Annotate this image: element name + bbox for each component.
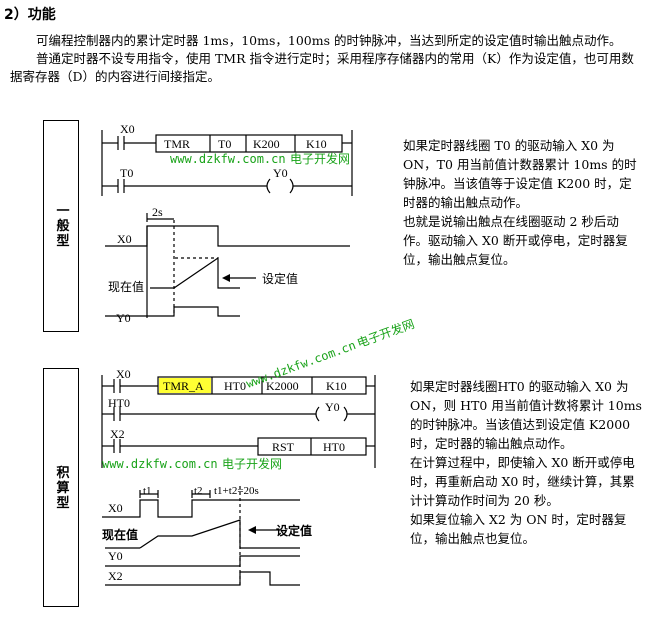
general-instr-0: TMR	[164, 137, 190, 151]
general-output-contact: T0	[120, 166, 133, 180]
accum-reset-contact: X2	[110, 427, 125, 441]
general-current-label: 现在值	[108, 279, 144, 294]
accum-instr-0: TMR_A	[163, 379, 204, 393]
accum-setpoint-label: 设定值	[276, 523, 312, 538]
accum-t2-label: t2	[194, 485, 203, 497]
accum-current-label: 现在值	[102, 527, 138, 542]
accumulative-description: 如果定时器线圈HT0 的驱动输入 X0 为 ON，则 HT0 用当前值计数将累计…	[410, 377, 644, 548]
accum-t1-label: t1	[143, 485, 152, 497]
general-desc-2: 也就是说输出触点在线圈驱动 2 秒后动作。驱动输入 X0 断开或停电，定时器复位…	[403, 214, 628, 267]
accum-instr-3: K10	[326, 379, 347, 393]
general-type-box: 一般型	[43, 120, 79, 332]
general-type-label: 一般型	[53, 203, 69, 249]
watermark-url-1: www.dzkfw.com.cn	[170, 152, 286, 166]
general-desc-1: 如果定时器线圈 T0 的驱动输入 X0 为 ON，T0 用当前值计数器累计 10…	[403, 138, 637, 210]
accum-y0-label: Y0	[108, 549, 123, 563]
watermark-name-1: 电子开发网	[290, 151, 350, 166]
general-x0-label: X0	[117, 232, 132, 246]
watermark-name-2: 电子开发网	[222, 456, 282, 471]
accum-x0-label: X0	[108, 501, 123, 515]
accum-output-coil: Y0	[325, 400, 340, 414]
accum-input-contact: X0	[116, 367, 131, 381]
general-y0-label: Y0	[116, 311, 131, 325]
accum-x2-label: X2	[108, 569, 123, 583]
general-instr-3: K10	[306, 137, 327, 151]
general-instr-2: K200	[253, 137, 280, 151]
accum-output-contact: HT0	[108, 396, 130, 410]
accum-desc-3: 如果复位输入 X2 为 ON 时，定时器复位，输出触点也复位。	[410, 512, 627, 546]
general-setpoint-label: 设定值	[262, 271, 298, 286]
general-input-contact: X0	[120, 122, 135, 136]
intro-paragraph-1: 可编程控制器内的累计定时器 1ms，10ms，100ms 的时钟脉冲，当达到所定…	[36, 33, 622, 48]
general-gap-label: 2s	[152, 205, 163, 219]
accum-desc-1: 如果定时器线圈HT0 的驱动输入 X0 为 ON，则 HT0 用当前值计数将累计…	[410, 379, 642, 451]
accum-instr-2: K2000	[266, 379, 299, 393]
section-title: 2）功能	[4, 7, 56, 23]
general-output-coil: Y0	[273, 166, 288, 180]
accumulative-type-box: 积算型	[43, 368, 79, 607]
intro-paragraph-2: 普通定时器不设专用指令，使用 TMR 指令进行定时；采用程序存储器内的常用（K）…	[10, 51, 634, 84]
intro-text: 可编程控制器内的累计定时器 1ms，10ms，100ms 的时钟脉冲，当达到所定…	[10, 32, 640, 86]
accum-sum-label: t1+t2=20s	[214, 485, 259, 497]
accum-desc-2: 在计算过程中，即使输入 X0 断开或停电时，再重新启动 X0 时，继续计算，其累…	[410, 455, 635, 508]
accum-instr-1: HT0	[224, 379, 246, 393]
tmr-a-highlight	[159, 378, 211, 393]
watermark-url-2: www.dzkfw.com.cn	[102, 457, 218, 471]
accum-reset-instr-1: HT0	[323, 440, 345, 454]
accumulative-type-label: 积算型	[53, 465, 69, 510]
general-description: 如果定时器线圈 T0 的驱动输入 X0 为 ON，T0 用当前值计数器累计 10…	[403, 136, 643, 269]
watermark-name-3: 电子开发网	[355, 316, 417, 351]
general-instr-1: T0	[218, 137, 231, 151]
accum-reset-instr-0: RST	[272, 440, 295, 454]
